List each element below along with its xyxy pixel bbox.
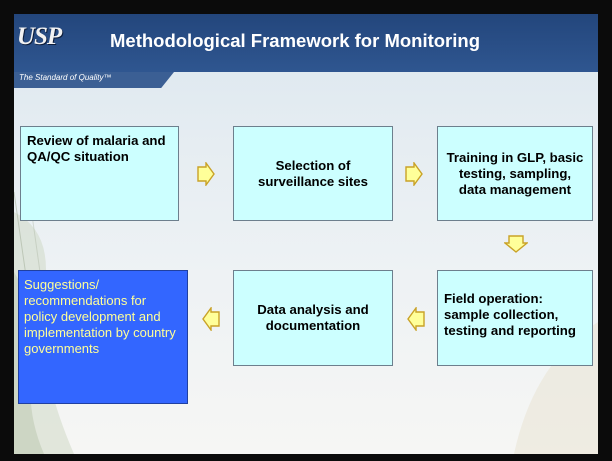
box-analysis: Data analysis and documentation bbox=[233, 270, 393, 366]
arrow-down-icon bbox=[504, 235, 528, 253]
box-analysis-text: Data analysis and documentation bbox=[257, 302, 369, 333]
slide-title: Methodological Framework for Monitoring bbox=[110, 30, 480, 51]
box-suggestions: Suggestions/ recommendations for policy … bbox=[18, 270, 188, 404]
usp-logo: USP bbox=[16, 18, 62, 56]
logo-text: USP bbox=[16, 23, 62, 50]
box-field-text: Field operation: sample collection, test… bbox=[444, 291, 576, 338]
arrow-left-icon bbox=[407, 307, 425, 331]
header-bar: USP Methodological Framework for Monitor… bbox=[14, 14, 598, 72]
arrow-right-icon bbox=[405, 162, 423, 186]
arrow-right-icon bbox=[197, 162, 215, 186]
slide-content: USP Methodological Framework for Monitor… bbox=[14, 14, 598, 454]
box-training-text: Training in GLP, basic testing, sampling… bbox=[446, 149, 584, 197]
box-training: Training in GLP, basic testing, sampling… bbox=[437, 126, 593, 221]
box-selection-text: Selection of surveillance sites bbox=[258, 157, 368, 189]
box-review-text: Review of malaria and QA/QC situation bbox=[27, 133, 166, 164]
box-suggestions-text: Suggestions/ recommendations for policy … bbox=[24, 277, 176, 356]
tagline: The Standard of Quality™ bbox=[19, 73, 112, 82]
box-review: Review of malaria and QA/QC situation bbox=[20, 126, 179, 221]
tagline-bar bbox=[14, 72, 174, 88]
box-selection: Selection of surveillance sites bbox=[233, 126, 393, 221]
box-field: Field operation: sample collection, test… bbox=[437, 270, 593, 366]
arrow-left-icon bbox=[202, 307, 220, 331]
